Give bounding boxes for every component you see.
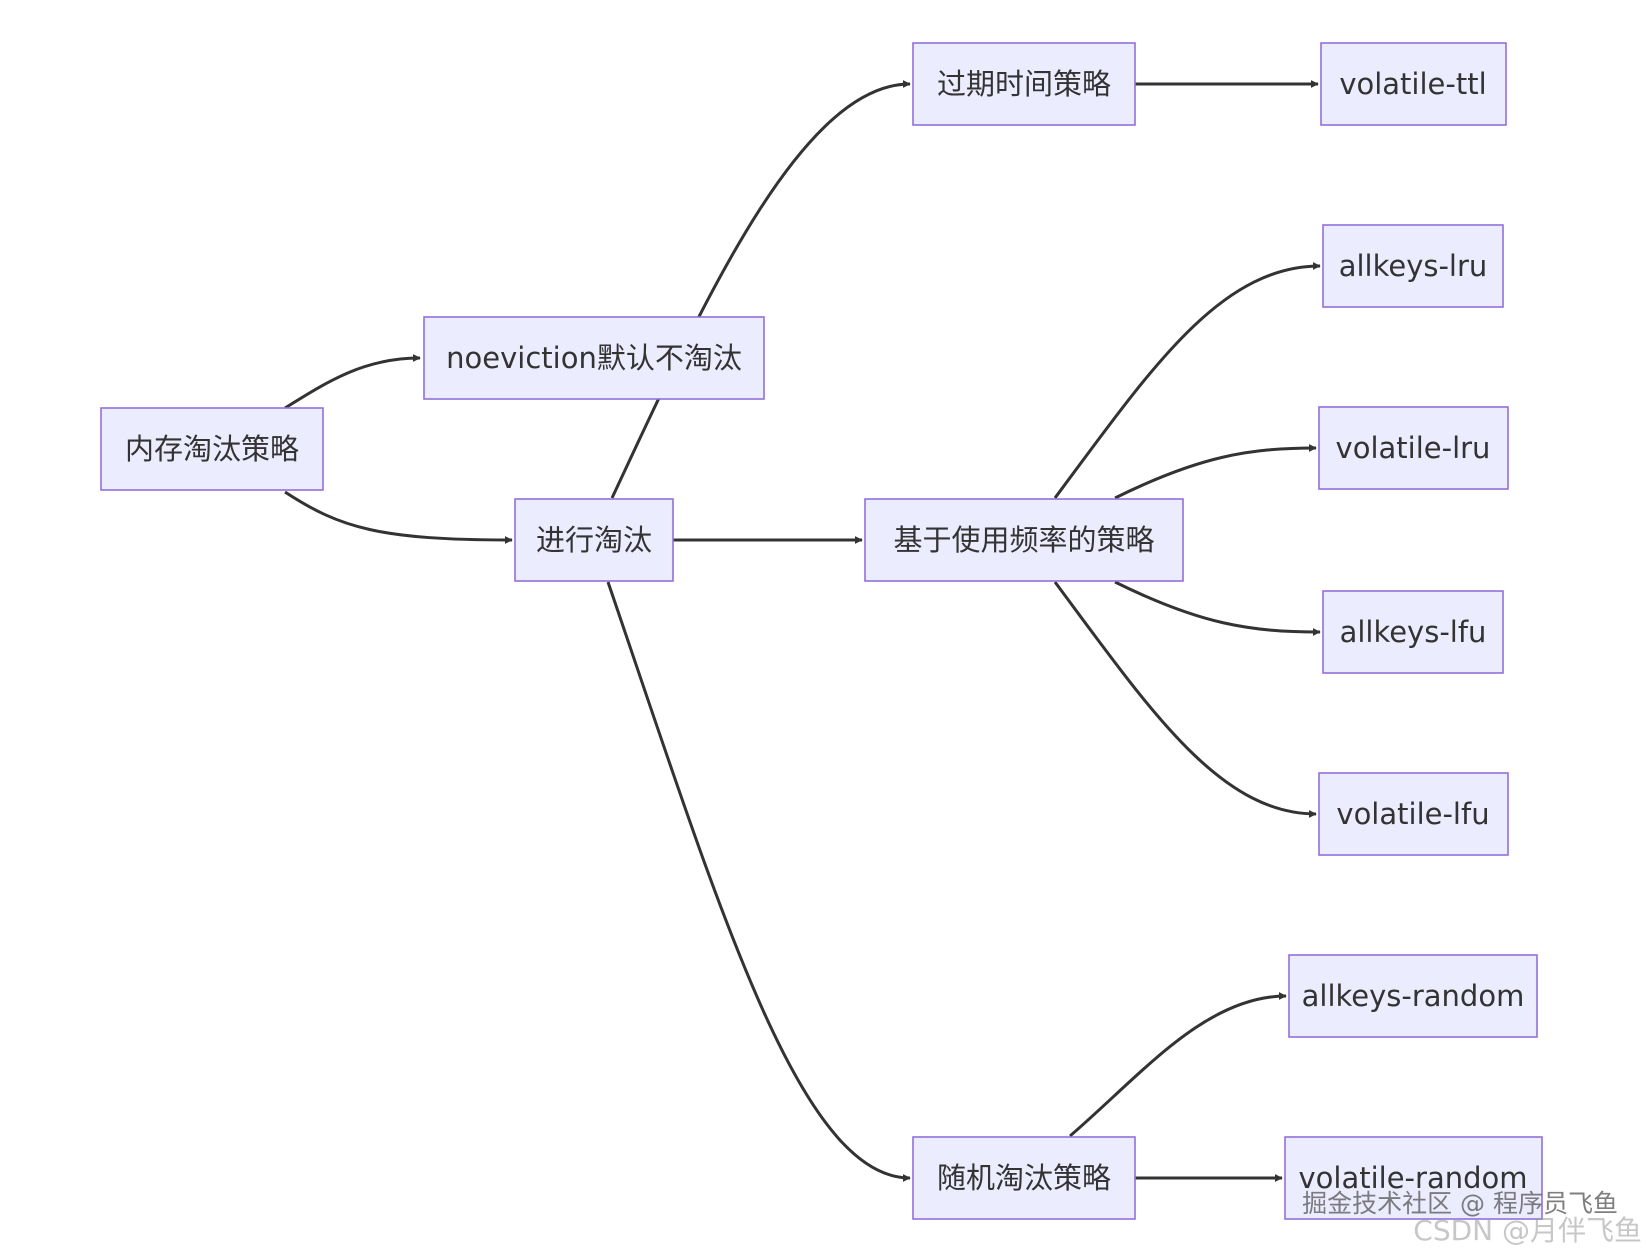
edge-memory-noeviction — [284, 354, 421, 410]
edge-freq-volatile-lru — [1114, 444, 1317, 500]
edge-evict-ttl — [610, 80, 911, 499]
node-frequency-strategy: 基于使用频率的策略 — [864, 498, 1184, 582]
node-random-strategy: 随机淘汰策略 — [912, 1136, 1136, 1220]
node-noeviction-label: noeviction默认不淘汰 — [446, 341, 742, 375]
edge-freq-allkeys-lru — [1053, 262, 1321, 499]
node-noeviction: noeviction默认不淘汰 — [423, 316, 765, 400]
node-random-strategy-label: 随机淘汰策略 — [937, 1161, 1111, 1195]
node-volatile-lru-label: volatile-lru — [1336, 431, 1491, 465]
node-volatile-lfu: volatile-lfu — [1318, 772, 1509, 856]
node-allkeys-random: allkeys-random — [1288, 954, 1538, 1038]
edge-freq-allkeys-lfu — [1114, 580, 1321, 636]
nodes: 内存淘汰策略 noeviction默认不淘汰 进行淘汰 过期时间策略 基于使用频… — [100, 42, 1543, 1220]
node-frequency-strategy-label: 基于使用频率的策略 — [893, 523, 1154, 557]
node-allkeys-lru-label: allkeys-lru — [1339, 249, 1488, 283]
edge-evict-random — [606, 581, 911, 1182]
node-volatile-ttl-label: volatile-ttl — [1339, 67, 1486, 101]
node-evict-label: 进行淘汰 — [536, 523, 652, 557]
node-volatile-lfu-label: volatile-lfu — [1336, 797, 1489, 831]
node-volatile-ttl: volatile-ttl — [1320, 42, 1507, 126]
node-memory-strategy-label: 内存淘汰策略 — [125, 432, 299, 466]
edge-random-allkeys-random — [1069, 992, 1287, 1138]
node-allkeys-lfu: allkeys-lfu — [1322, 590, 1504, 674]
edges — [284, 80, 1321, 1182]
watermark-csdn: CSDN @月伴飞鱼 — [1413, 1214, 1642, 1247]
node-allkeys-lfu-label: allkeys-lfu — [1340, 615, 1487, 649]
node-allkeys-lru: allkeys-lru — [1322, 224, 1504, 308]
node-volatile-lru: volatile-lru — [1318, 406, 1509, 490]
node-ttl-strategy: 过期时间策略 — [912, 42, 1136, 126]
node-volatile-random-label: volatile-random — [1299, 1161, 1528, 1195]
edge-memory-evict — [284, 490, 513, 544]
node-memory-strategy: 内存淘汰策略 — [100, 407, 324, 491]
watermark-juejin: 掘金技术社区 @ 程序员飞鱼 — [1302, 1189, 1618, 1218]
edge-freq-volatile-lfu — [1053, 581, 1317, 818]
node-ttl-strategy-label: 过期时间策略 — [937, 67, 1111, 101]
watermark: 掘金技术社区 @ 程序员飞鱼 CSDN @月伴飞鱼 — [1302, 1189, 1642, 1247]
node-allkeys-random-label: allkeys-random — [1302, 979, 1525, 1013]
node-evict: 进行淘汰 — [514, 498, 674, 582]
node-volatile-random: volatile-random — [1284, 1136, 1543, 1220]
